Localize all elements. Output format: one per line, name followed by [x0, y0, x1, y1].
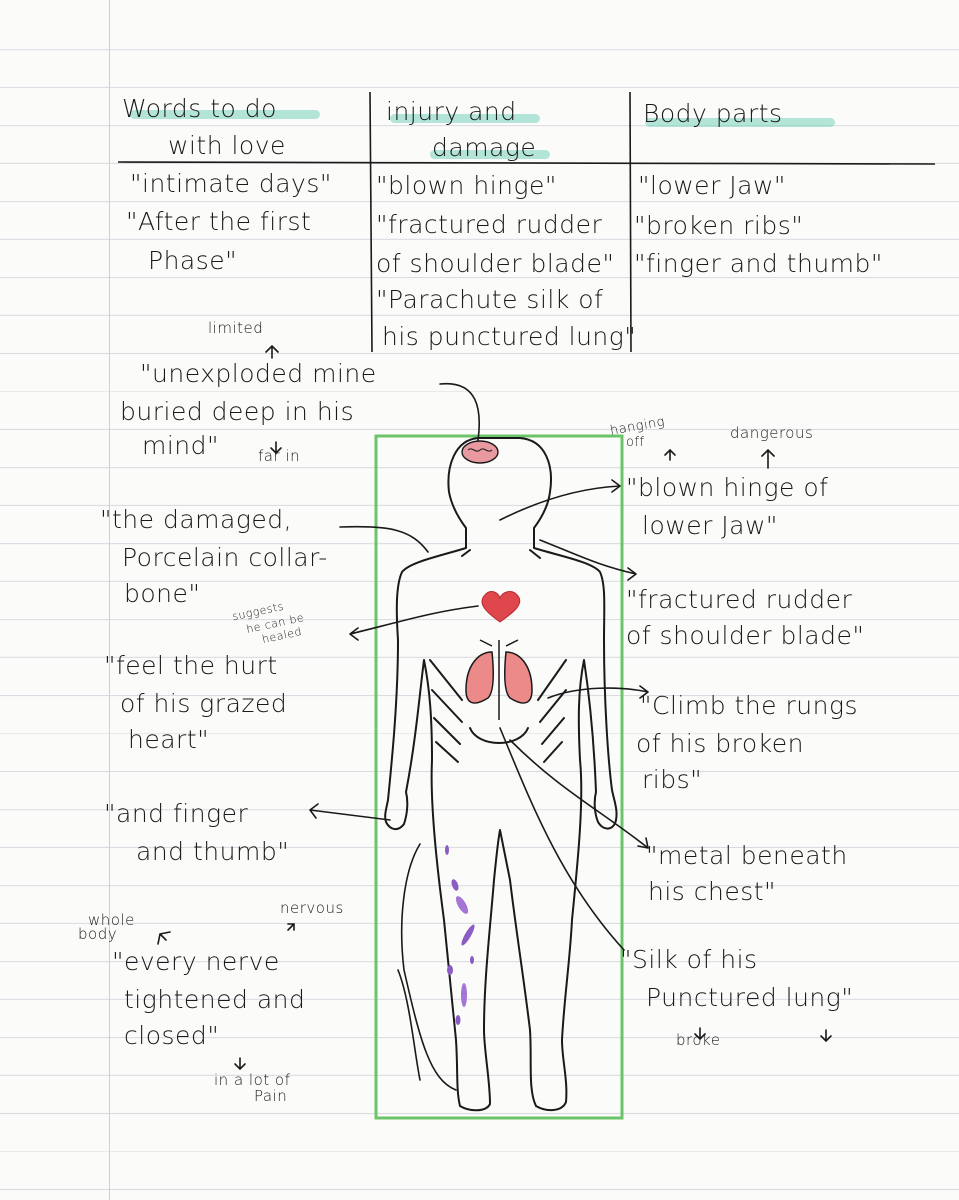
table-cell-injury: of shoulder blade"	[376, 249, 615, 278]
table-cell-injury: his punctured lung"	[382, 322, 637, 351]
quote-finger: "and finger	[104, 799, 249, 828]
quote-rungs: of his broken	[636, 729, 805, 758]
quote-mine: buried deep in his	[120, 397, 355, 426]
table-cell-body: "lower Jaw"	[638, 171, 786, 200]
note-far-in: far in	[258, 447, 301, 465]
lungs-icon	[465, 639, 533, 720]
header-highlight	[645, 118, 835, 127]
heart-icon	[481, 591, 521, 623]
quote-silk: Punctured lung"	[646, 983, 854, 1012]
human-body-outline	[384, 437, 618, 1112]
table-cell-love: "After the first	[126, 207, 312, 236]
header-love: Words to do	[122, 94, 277, 123]
margin-line	[109, 0, 110, 1200]
note-broke: broke	[676, 1031, 721, 1049]
quote-silk: "Silk of his	[620, 945, 758, 974]
note-nervous: nervous	[280, 899, 344, 917]
header-injury-2: damage	[432, 133, 537, 162]
quote-mine: "unexploded mine	[140, 359, 377, 388]
quote-nerve: closed"	[124, 1021, 220, 1050]
header-injury: injury and	[386, 97, 517, 126]
quote-hurt: heart"	[128, 725, 210, 754]
quote-nerve: "every nerve	[112, 947, 280, 976]
note-whole-body: body	[78, 925, 118, 943]
arrows	[157, 344, 832, 1091]
quote-rudder: of shoulder blade"	[626, 621, 865, 650]
quote-hinge: "blown hinge of	[626, 473, 829, 502]
table-cell-love: "intimate days"	[130, 169, 332, 198]
quote-hinge: lower Jaw"	[642, 511, 778, 540]
note-dangerous: dangerous	[730, 424, 814, 442]
table-cell-body: "finger and thumb"	[634, 249, 883, 278]
quote-hurt: of his grazed	[120, 689, 288, 718]
quote-rungs: "Climb the rungs	[640, 691, 858, 720]
header-body-parts: Body parts	[643, 99, 783, 128]
quote-nerve: tightened and	[124, 985, 306, 1014]
brain-icon	[461, 440, 499, 464]
table-cell-injury: "blown hinge"	[376, 171, 557, 200]
header-highlight	[430, 150, 550, 159]
note-hanging-off: off	[626, 435, 645, 450]
table-cell-body: "broken ribs"	[634, 211, 804, 240]
quote-rungs: ribs"	[642, 765, 703, 794]
header-love-2: with love	[168, 131, 286, 160]
table-cell-injury: "fractured rudder	[376, 210, 603, 239]
note-whole-body: whole	[88, 911, 135, 929]
header-highlight	[390, 114, 540, 123]
table-cell-injury: "Parachute silk of	[376, 285, 604, 314]
figure-frame	[374, 434, 624, 1120]
bruises	[445, 845, 475, 1025]
note-pain: in a lot of	[214, 1071, 291, 1089]
quote-collar: Porcelain collar-	[122, 543, 328, 572]
quote-collar: "the damaged,	[100, 505, 293, 534]
notes-table-grid	[117, 91, 936, 353]
quote-hurt: "feel the hurt	[104, 651, 278, 680]
quote-rudder: "fractured rudder	[626, 585, 853, 614]
quote-metal: his chest"	[648, 877, 777, 906]
note-limited: limited	[208, 319, 264, 337]
quote-metal: "metal beneath	[646, 841, 848, 870]
table-cell-love: Phase"	[148, 246, 238, 275]
quote-finger: and thumb"	[136, 837, 290, 866]
quote-mine: mind"	[142, 431, 220, 460]
header-highlight	[130, 110, 320, 119]
note-pain: Pain	[254, 1087, 288, 1105]
quote-collar: bone"	[124, 579, 201, 608]
